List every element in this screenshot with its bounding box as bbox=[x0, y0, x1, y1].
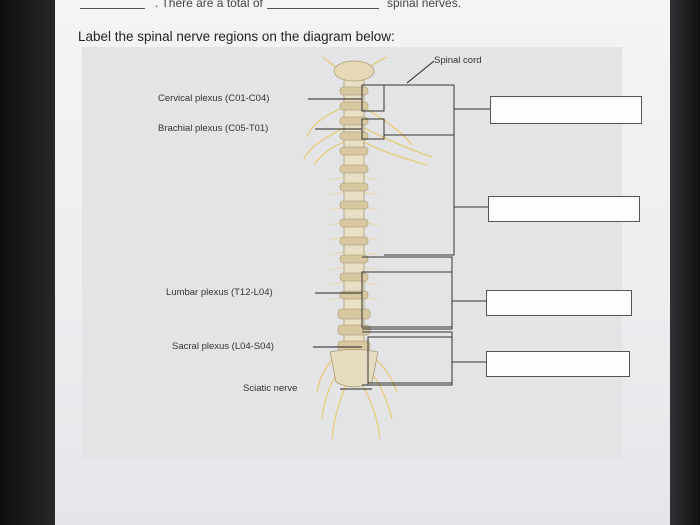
label-lumbar-plexus: Lumbar plexus (T12-L04) bbox=[166, 287, 273, 298]
region-brackets bbox=[362, 85, 490, 385]
answer-box-3[interactable] bbox=[486, 290, 632, 316]
top-line-text: . There are a total of bbox=[155, 0, 263, 10]
question-prompt: Label the spinal nerve regions on the di… bbox=[78, 29, 395, 44]
answer-blank-previous[interactable] bbox=[80, 8, 145, 9]
top-line-tail-text: spinal nerves. bbox=[387, 0, 461, 10]
label-spinal-cord: Spinal cord bbox=[434, 55, 482, 66]
label-leaders bbox=[308, 61, 434, 389]
label-sciatic-nerve: Sciatic nerve bbox=[243, 383, 297, 394]
photo-background-left bbox=[0, 0, 60, 525]
spinal-nerve-diagram: Spinal cord Cervical plexus (C01-C04) Br… bbox=[82, 47, 622, 458]
question-top-line-tail: spinal nerves. bbox=[387, 0, 461, 10]
answer-box-4[interactable] bbox=[486, 351, 630, 377]
label-sacral-plexus: Sacral plexus (L04-S04) bbox=[172, 341, 274, 352]
label-brachial-plexus: Brachial plexus (C05-T01) bbox=[158, 123, 268, 134]
answer-blank-total[interactable] bbox=[267, 8, 379, 9]
question-top-line: . There are a total of bbox=[155, 0, 263, 10]
label-cervical-plexus: Cervical plexus (C01-C04) bbox=[158, 93, 269, 104]
answer-box-1[interactable] bbox=[490, 96, 642, 124]
worksheet-screen: . There are a total of spinal nerves. La… bbox=[55, 0, 670, 525]
answer-box-2[interactable] bbox=[488, 196, 640, 222]
